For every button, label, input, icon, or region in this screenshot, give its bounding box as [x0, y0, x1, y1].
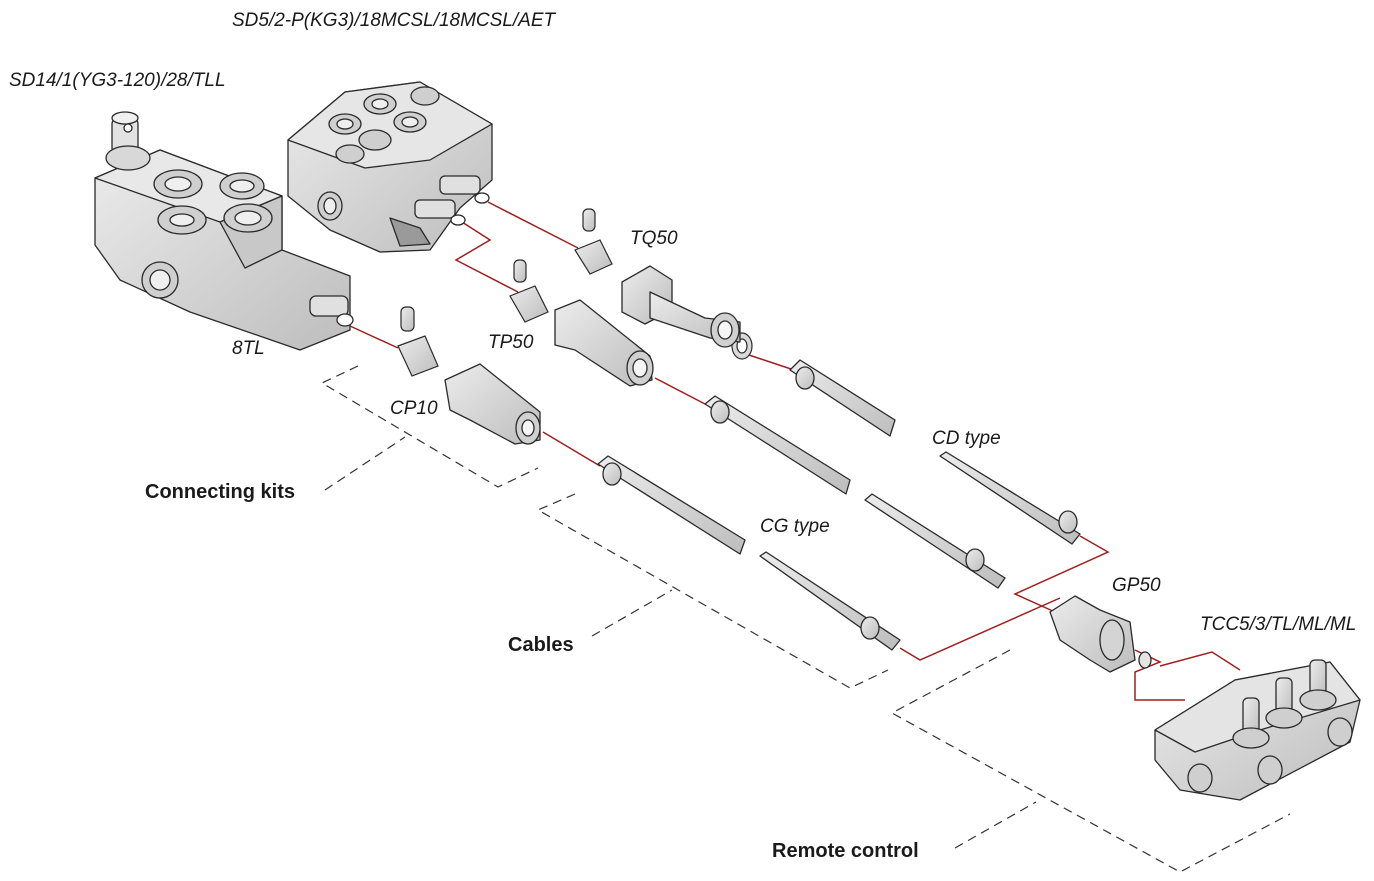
group-label-cables: Cables [508, 634, 574, 656]
tp50-housing [554, 299, 654, 387]
connector-line-tcc-right [1159, 651, 1241, 671]
group-outlines [320, 365, 1291, 873]
label-tcc5: TCC5/3/TL/ML/ML [1200, 614, 1357, 635]
pin-middle [513, 259, 527, 283]
coupler-upper [574, 239, 613, 275]
cable-cg-type [759, 551, 901, 651]
cables-bracket [536, 493, 889, 689]
connector-line-cp10 [349, 325, 399, 349]
connector-line-cg-tcc [899, 597, 1061, 661]
connector-line-tq50 [739, 351, 801, 373]
cable-cp10 [597, 455, 746, 555]
remote-control-bracket [890, 649, 1291, 873]
group-label-remote-control: Remote control [772, 840, 919, 862]
coupler-lower [397, 335, 439, 377]
label-cg-type: CG type [760, 516, 830, 537]
coupler-parts [397, 208, 753, 377]
cables-leader [591, 589, 673, 637]
label-cp10: CP10 [390, 398, 438, 419]
tcc5-levers [1232, 659, 1337, 749]
coupler-middle [509, 285, 549, 323]
cp10-housing [444, 363, 541, 445]
gp50-housing [1049, 595, 1152, 673]
cable-tp50 [704, 395, 851, 495]
cable-shafts [597, 359, 1081, 651]
connector-lines [349, 201, 1241, 701]
sd5-valve [287, 81, 493, 253]
tq50-housing [621, 265, 741, 348]
cable-tq50 [789, 359, 896, 437]
cable-cd-type [939, 451, 1081, 545]
cable-cd-lower [864, 493, 1006, 589]
label-gp50: GP50 [1112, 575, 1161, 596]
connector-line-upper [487, 201, 579, 249]
pin-lower [400, 306, 415, 332]
label-sd14: SD14/1(YG3-120)/28/TLL [9, 70, 226, 91]
label-sd5: SD5/2-P(KG3)/18MCSL/18MCSL/AET [232, 10, 556, 31]
label-cd-type: CD type [932, 428, 1001, 449]
connector-line-sd5-tp50 [454, 221, 519, 293]
connector-line-cd-gp50 [1013, 535, 1110, 613]
connector-line-cp10-cable [542, 431, 601, 467]
connecting-kits-bracket [320, 365, 539, 488]
tcc5-remote-block [1154, 659, 1361, 801]
pin-upper [582, 208, 596, 232]
sd14-valve [94, 111, 354, 351]
connecting-kits-leader [324, 436, 406, 491]
group-label-connecting-kits: Connecting kits [145, 481, 296, 503]
remote-control-leader [954, 801, 1037, 849]
label-tq50: TQ50 [630, 228, 678, 249]
connector-line-tp50-cable [654, 377, 706, 405]
label-tp50: TP50 [488, 332, 534, 353]
label-8tl: 8TL [232, 338, 265, 359]
connector-line-gp50-tcc [1134, 649, 1185, 701]
